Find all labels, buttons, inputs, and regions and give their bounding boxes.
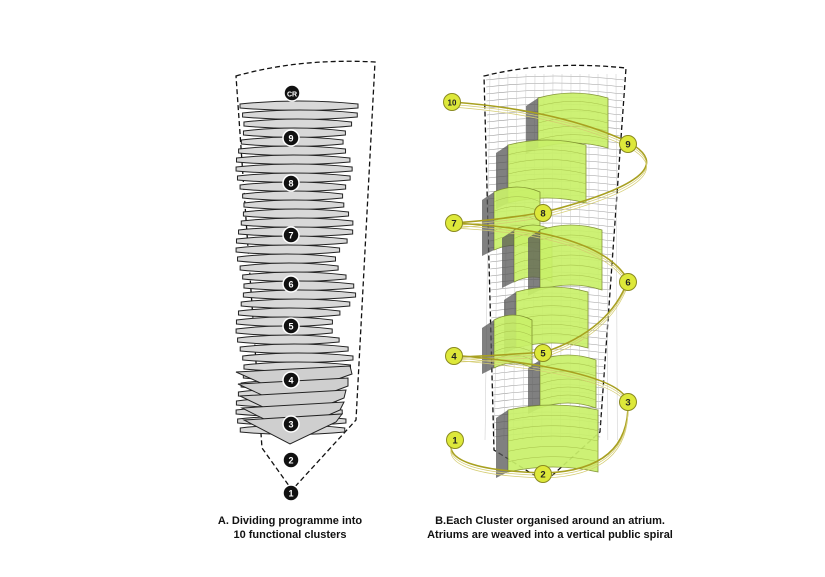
- facade-line: [485, 75, 625, 81]
- floor-slab: [237, 334, 340, 345]
- cluster-marker-a: CR: [283, 84, 301, 102]
- floor-slab: [242, 190, 344, 201]
- floor-slab: [240, 298, 351, 309]
- cluster-marker-a: 3: [282, 415, 300, 433]
- cluster-marker-b: 8: [534, 204, 552, 222]
- cluster-marker-label: 7: [451, 219, 456, 230]
- tower-a-envelope: [235, 60, 376, 492]
- facade-line: [486, 82, 624, 88]
- cluster-marker-a: 6: [282, 275, 300, 293]
- cluster-marker-b: 3: [619, 393, 637, 411]
- cluster-marker-label: 1: [288, 489, 293, 499]
- cluster-marker-b: 1: [446, 431, 464, 449]
- tower-b-envelope: [483, 64, 627, 483]
- floor-slab: [239, 262, 339, 273]
- cluster-marker-b: 9: [619, 135, 637, 153]
- floor-slab: [242, 109, 358, 120]
- cluster-marker-label: 3: [625, 398, 630, 409]
- cluster-marker-b: 5: [534, 344, 552, 362]
- spiral-segment: [450, 444, 546, 479]
- floor-slab: [243, 118, 353, 129]
- facade-mullion: [494, 73, 500, 441]
- caption-b-line1: B.Each Cluster organised around an atriu…: [435, 515, 665, 527]
- cluster-marker-label: 7: [288, 231, 293, 241]
- cluster-marker-label: 2: [288, 456, 293, 466]
- cluster-markers-a: CR 9 8 7 6 5 4 3 2 1: [282, 84, 301, 502]
- atrium-volume: [526, 92, 609, 154]
- cluster-marker-label: 1: [452, 436, 458, 447]
- spiral-segment: [544, 144, 647, 215]
- spiral-segment: [544, 282, 629, 355]
- caption-b-line2: Atriums are weaved into a vertical publi…: [427, 529, 673, 541]
- cluster-marker-label: CR: [287, 92, 297, 99]
- floor-slabs: [235, 100, 359, 445]
- cluster-marker-label: 8: [288, 179, 293, 189]
- spiral-segment: [451, 106, 629, 148]
- cluster-marker-b: 7: [445, 214, 463, 232]
- cluster-marker-label: 6: [625, 278, 630, 289]
- floor-slab: [242, 289, 357, 300]
- floor-slab: [239, 100, 359, 111]
- panel-a-tower: CR 9 8 7 6 5 4 3 2 1: [235, 60, 376, 502]
- spiral-segment: [544, 406, 629, 479]
- cluster-marker-a: 5: [282, 317, 300, 335]
- spiral-segment: [544, 401, 629, 474]
- cluster-marker-a: 9: [282, 129, 300, 147]
- cluster-marker-label: 6: [288, 280, 293, 290]
- cluster-marker-a: 1: [282, 484, 300, 502]
- spiral-segment: [544, 284, 629, 358]
- floor-slab: [242, 352, 354, 363]
- cluster-marker-label: 4: [451, 352, 457, 363]
- caption-a: A. Dividing programme into 10 functional…: [180, 514, 400, 542]
- spiral-segment: [451, 101, 629, 143]
- spiral-segment: [544, 279, 629, 353]
- cluster-markers-b: 10 9 8 7 6 5 4 3 2 1: [443, 93, 637, 483]
- cluster-marker-label: 3: [288, 420, 293, 430]
- cluster-marker-label: 8: [540, 209, 545, 220]
- cluster-marker-b: 10: [443, 93, 461, 111]
- floor-slab: [235, 244, 341, 255]
- floor-slab: [238, 145, 347, 156]
- cluster-marker-a: 4: [282, 371, 300, 389]
- floor-slab: [237, 253, 336, 264]
- spiral-segment: [544, 146, 647, 218]
- facade-mullion: [615, 73, 618, 441]
- caption-a-line2: 10 functional clusters: [233, 529, 347, 541]
- cluster-marker-label: 9: [288, 134, 293, 144]
- spiral-segment: [451, 227, 629, 286]
- spiral-segment: [451, 104, 629, 145]
- cluster-marker-a: 8: [282, 174, 300, 192]
- cluster-marker-b: 6: [619, 273, 637, 291]
- floor-slab: [243, 199, 345, 210]
- floor-slab: [237, 307, 341, 318]
- atrium-volume: [496, 404, 599, 478]
- spiral-segment: [451, 225, 629, 283]
- facade-line: [486, 89, 624, 95]
- cluster-marker-a: 2: [282, 451, 300, 469]
- cluster-marker-label: 2: [540, 470, 545, 481]
- spiral-segment: [451, 222, 629, 281]
- caption-b: B.Each Cluster organised around an atriu…: [400, 514, 700, 542]
- cluster-marker-label: 5: [540, 349, 546, 360]
- floor-slab: [235, 163, 353, 174]
- floor-slab: [236, 154, 351, 165]
- cluster-marker-label: 5: [288, 322, 293, 332]
- floor-slab: [240, 217, 354, 228]
- cluster-marker-label: 9: [625, 140, 630, 151]
- panel-b-tower: 10 9 8 7 6 5 4 3 2 1: [443, 64, 648, 483]
- cluster-marker-a: 7: [282, 226, 300, 244]
- spiral-segment: [544, 404, 629, 476]
- cluster-marker-b: 2: [534, 465, 552, 483]
- cluster-marker-label: 4: [288, 376, 293, 386]
- cluster-marker-label: 10: [448, 99, 457, 108]
- caption-a-line1: A. Dividing programme into: [217, 515, 363, 527]
- floor-slab: [239, 343, 349, 354]
- cluster-marker-b: 4: [445, 347, 463, 365]
- floor-slab: [242, 208, 350, 219]
- facade-mullion: [484, 73, 491, 441]
- spiral-segment: [544, 141, 648, 213]
